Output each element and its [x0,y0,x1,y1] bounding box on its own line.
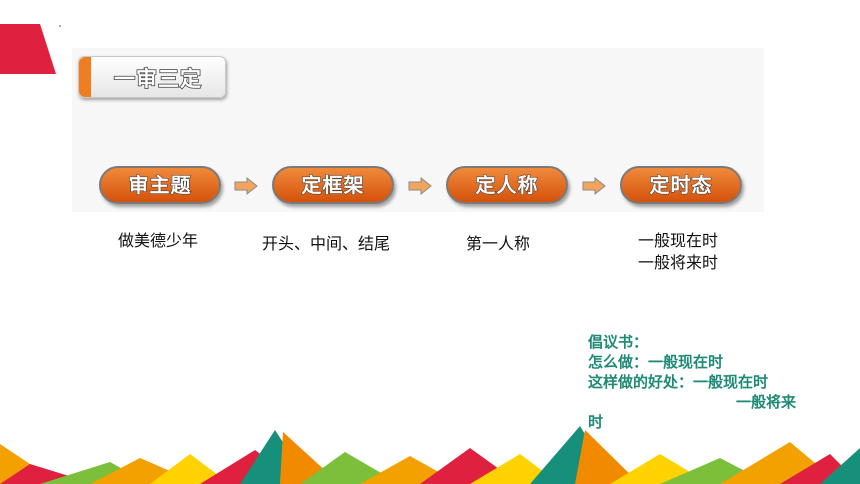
proposal-line: 倡议书： [588,333,649,351]
proposal-line: 这样做的好处：一般现在时 [588,373,769,391]
note-tense-1: 一般现在时 [638,231,719,250]
slide-title: 一审三定 [113,66,202,92]
step-label: 审主题 [128,173,192,198]
step-theme-button[interactable]: 审主题 [99,166,221,204]
step-label: 定人称 [475,173,539,198]
note-tense-2: 一般将来时 [638,253,719,272]
arrow-right-icon [408,177,432,195]
proposal-note: 倡议书： 怎么做：一般现在时 这样做的好处：一般现在时 一般将来 时 [588,332,818,432]
bottom-triangle-decoration [0,426,860,484]
corner-decoration [0,0,61,74]
title-box: 一审三定 [78,56,226,98]
arrow-right-icon [582,177,606,195]
arrow-right-icon [234,177,258,195]
step-structure-button[interactable]: 定框架 [272,166,394,204]
proposal-line: 时 [588,413,604,431]
title-accent-bar [79,57,91,97]
step-label: 定时态 [649,173,713,198]
proposal-line: 怎么做：一般现在时 [588,353,724,371]
proposal-line: 一般将来 [736,393,797,411]
note-theme: 做美德少年 [118,231,199,250]
note-structure: 开头、中间、结尾 [262,234,391,253]
step-tense-button[interactable]: 定时态 [620,166,742,204]
note-person: 第一人称 [466,234,531,253]
step-label: 定框架 [301,173,365,198]
step-person-button[interactable]: 定人称 [446,166,568,204]
